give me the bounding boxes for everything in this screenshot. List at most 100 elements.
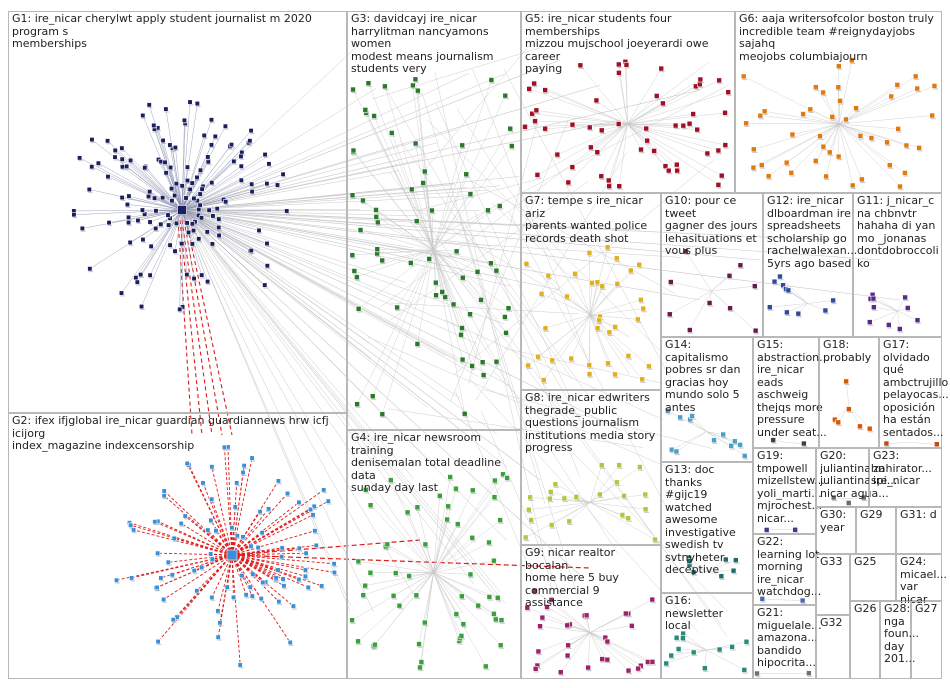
edge [433,477,508,573]
node-shadow [411,87,417,90]
group-label-g25: G25 [854,556,877,568]
node-shadow [504,335,510,337]
edge [537,123,628,176]
node-shadow [263,287,268,289]
node-shadow [200,220,205,222]
red-edge [211,554,233,598]
node-shadow [127,224,132,226]
edge [181,209,414,249]
edge [418,572,434,645]
group-label-g18: G18: probably [823,339,872,364]
edge [589,632,639,669]
node-shadow [206,532,212,534]
node-shadow [406,514,412,516]
node-shadow [639,152,645,154]
edge [538,632,591,652]
edge [433,572,457,615]
edge [769,303,808,308]
node-shadow [468,316,474,318]
edge [743,76,840,125]
node-shadow [223,449,228,451]
node-shadow [768,309,774,311]
group-label-g9: G9: nicar realtor bocalan home here 5 bu… [525,547,619,609]
node-shadow [904,147,910,150]
node-shadow [199,172,204,174]
node-shadow [482,377,488,379]
node-shadow [200,277,205,279]
group-g20: G20: juliantinahn juliantinaspi... nicar… [816,448,897,507]
node-shadow [536,359,542,361]
edge [433,249,443,292]
node-shadow [585,617,591,619]
node-shadow [470,368,476,370]
node-shadow [423,546,429,549]
node-shadow [613,376,619,379]
node-shadow [201,485,207,487]
node-shadow [179,525,185,527]
node-shadow [311,517,317,519]
node-shadow [168,147,174,149]
edge [181,209,446,356]
edge [145,166,183,211]
edge [181,180,188,211]
node-shadow [650,664,656,666]
node-shadow [186,169,191,171]
node-shadow [494,273,500,275]
node-shadow [661,105,667,108]
edge [546,606,591,633]
node-shadow [716,187,722,189]
node-shadow [250,193,256,196]
node-shadow [830,119,836,121]
group-g27: G27 [911,601,942,679]
node-shadow [206,159,212,161]
edge [181,59,561,211]
node-shadow [535,177,541,179]
group-g23: G23: zahirator... ire_nicar [869,448,942,507]
node-shadow [125,168,130,170]
node-shadow [211,246,216,248]
node-shadow [858,428,864,430]
node-shadow [755,675,761,678]
edge [82,209,183,229]
edge [566,296,591,316]
red-edge [177,219,193,436]
edge [571,314,591,359]
node-shadow [430,212,436,215]
node-shadow [454,491,460,493]
node-shadow [217,229,222,231]
node-shadow [274,581,279,583]
red-edge [231,554,282,558]
edge [590,123,628,148]
node-shadow [459,638,465,640]
node-shadow [168,247,174,249]
node-shadow [185,225,191,228]
edge [589,283,618,316]
node-shadow [186,182,191,184]
node-shadow [626,358,632,360]
node-shadow [143,216,148,218]
node-shadow [681,640,687,642]
node-shadow [889,98,895,101]
node-shadow [930,118,936,120]
edge [792,123,840,135]
node-shadow [729,448,735,450]
node-shadow [304,572,309,574]
node-shadow [568,626,574,629]
edge [504,348,663,384]
edge [689,290,712,331]
node-shadow [249,132,255,135]
node-shadow [640,381,646,383]
edge [815,87,840,125]
edge [532,113,628,125]
node-shadow [545,609,551,611]
node-shadow [496,600,502,602]
edge [669,290,712,315]
node-shadow [738,447,744,449]
node-shadow [250,460,256,462]
node-shadow [277,483,282,485]
node-shadow [210,469,216,471]
node-shadow [200,569,205,571]
edge [838,123,907,146]
edge [181,209,252,251]
node-shadow [159,580,165,582]
